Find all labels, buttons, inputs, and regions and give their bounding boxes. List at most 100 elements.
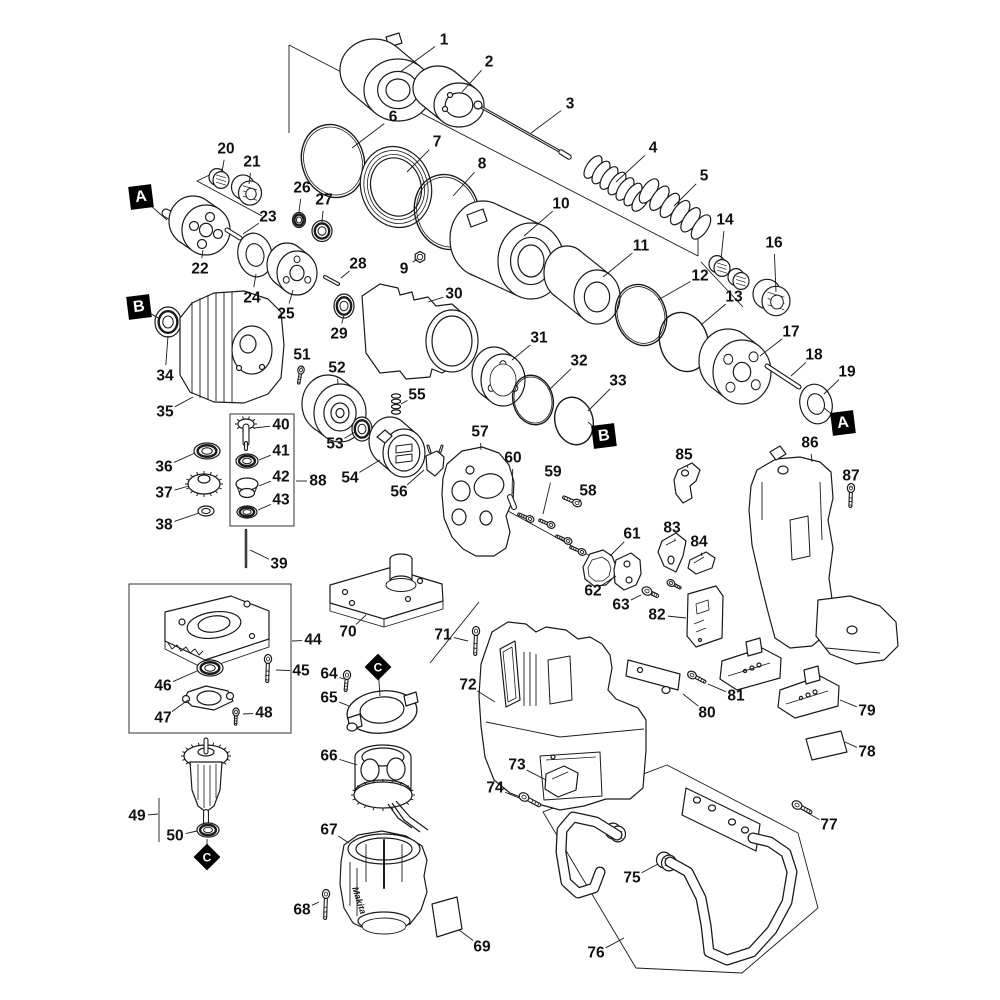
part-label-48: 48 — [255, 705, 273, 722]
part-shape-182 — [846, 625, 858, 635]
part-label-44: 44 — [304, 632, 322, 649]
part-shape-98 — [451, 508, 467, 526]
part-label-85: 85 — [675, 447, 693, 464]
part-shape-67 — [185, 471, 223, 497]
part-shape-230 — [167, 642, 204, 656]
part-label-69: 69 — [473, 939, 491, 956]
part-shape-23 — [658, 311, 710, 373]
part-shape-200 — [687, 670, 707, 684]
part-shape-136 — [361, 917, 407, 935]
part-shape-93 — [426, 444, 432, 454]
part-label-77: 77 — [820, 817, 837, 834]
part-label-37: 37 — [155, 485, 172, 502]
part-shape-19 — [517, 244, 545, 278]
part-shape-126 — [395, 800, 429, 831]
part-shape-36 — [212, 228, 224, 240]
part-label-30: 30 — [445, 286, 462, 303]
part-shape-80 — [296, 365, 305, 385]
part-shape-49 — [431, 315, 473, 367]
part-label-14: 14 — [716, 212, 734, 229]
part-shape-4 — [446, 91, 454, 99]
svg-text:B: B — [597, 427, 611, 445]
part-shape-118 — [346, 722, 358, 732]
part-label-76: 76 — [587, 945, 605, 962]
part-shape-113 — [342, 669, 352, 692]
part-shape-20 — [466, 208, 488, 228]
part-drawings: Makita — [154, 32, 899, 966]
part-label-56: 56 — [390, 484, 408, 501]
part-shape-138 — [321, 888, 331, 921]
part-shape-176 — [789, 515, 811, 561]
part-shape-87 — [390, 393, 402, 415]
part-shape-212 — [673, 462, 701, 504]
part-shape-26 — [752, 278, 791, 317]
part-label-55: 55 — [408, 387, 426, 404]
part-shape-161 — [544, 765, 579, 798]
part-label-84: 84 — [690, 534, 708, 551]
part-shape-42 — [266, 242, 318, 296]
part-shape-152 — [502, 646, 517, 703]
part-shape-157 — [485, 721, 645, 738]
part-label-72: 72 — [459, 677, 476, 694]
part-label-4: 4 — [649, 140, 658, 157]
part-shape-184 — [846, 482, 856, 509]
part-shape-46 — [333, 293, 355, 319]
part-shape-31 — [230, 174, 263, 206]
part-shape-144 — [385, 578, 417, 592]
part-shape-5 — [441, 105, 449, 113]
part-shape-110 — [623, 560, 631, 568]
part-label-21: 21 — [243, 154, 261, 171]
part-shape-89 — [395, 443, 413, 454]
part-label-1: 1 — [440, 32, 449, 49]
part-shape-167 — [692, 796, 702, 804]
part-shape-159 — [545, 756, 597, 761]
part-label-5: 5 — [700, 168, 709, 185]
part-number-labels: 1234567891011121314161718192021222324252… — [128, 32, 876, 962]
part-shape-17 — [414, 250, 426, 264]
part-label-22: 22 — [191, 261, 208, 278]
part-shape-146 — [348, 599, 356, 607]
part-shape-9 — [583, 155, 651, 212]
part-shape-235 — [196, 659, 224, 677]
part-shape-37 — [196, 238, 208, 250]
part-shape-194 — [812, 689, 818, 695]
part-shape-30 — [208, 168, 230, 190]
part-shape-239 — [225, 691, 235, 701]
part-label-11: 11 — [633, 238, 650, 255]
part-shape-121 — [360, 758, 380, 782]
part-label-33: 33 — [609, 373, 627, 390]
part-label-42: 42 — [272, 469, 289, 486]
part-shape-21 — [543, 245, 621, 325]
marker-a-0: A — [128, 184, 154, 210]
part-shape-101 — [507, 494, 517, 510]
part-label-82: 82 — [648, 607, 665, 624]
part-shape-174 — [805, 730, 848, 761]
part-label-71: 71 — [434, 627, 452, 644]
part-shape-28 — [764, 363, 802, 390]
part-shape-172 — [664, 832, 798, 966]
leader-lines — [147, 46, 858, 949]
part-shape-206 — [697, 637, 703, 643]
part-label-23: 23 — [259, 209, 277, 226]
part-label-86: 86 — [801, 435, 819, 452]
part-shape-149 — [471, 625, 481, 657]
part-label-45: 45 — [292, 663, 310, 680]
part-shape-173 — [791, 800, 813, 815]
part-label-60: 60 — [504, 450, 521, 467]
part-label-70: 70 — [339, 624, 356, 641]
part-shape-109 — [613, 552, 642, 591]
part-label-46: 46 — [154, 678, 172, 695]
part-label-34: 34 — [156, 368, 174, 385]
part-label-58: 58 — [579, 483, 597, 500]
part-shape-210 — [687, 551, 716, 575]
part-shape-204 — [693, 619, 705, 625]
part-label-79: 79 — [858, 703, 876, 720]
part-shape-240 — [232, 707, 240, 726]
part-shape-209 — [665, 539, 677, 546]
part-shape-38 — [188, 220, 200, 232]
part-shape-97 — [451, 480, 471, 502]
part-shape-90 — [395, 453, 413, 464]
part-label-19: 19 — [838, 364, 856, 381]
part-shape-233 — [248, 632, 256, 640]
part-label-26: 26 — [293, 180, 311, 197]
